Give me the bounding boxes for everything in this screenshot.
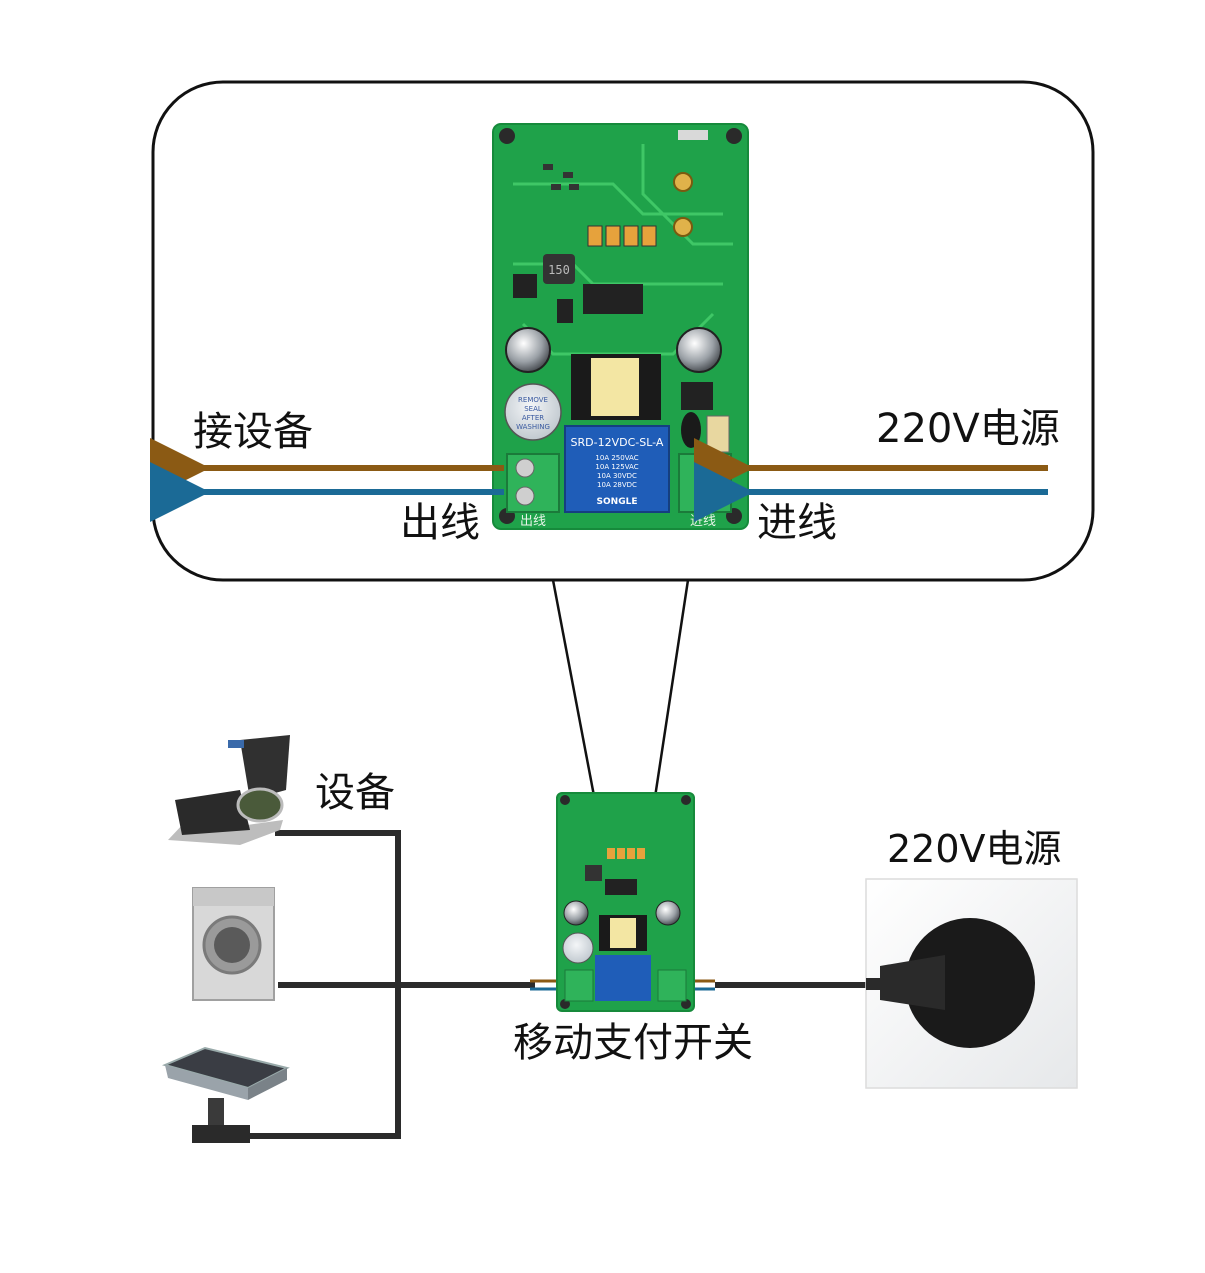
buzzer-line-1: REMOVE <box>518 396 548 404</box>
terminal-in <box>678 453 732 513</box>
label-in-line: 进线 <box>757 500 837 546</box>
silk-in: 进线 <box>690 514 716 529</box>
label-power-bottom: 220V电源 <box>887 827 1062 871</box>
wall-outlet-icon <box>865 878 1078 1089</box>
buzzer-line-4: WASHING <box>516 423 550 431</box>
wire-arrows <box>150 438 1048 522</box>
relay-rating-2: 10A 125VAC <box>595 463 638 471</box>
relay-rating-3: 10A 30VDC <box>597 472 637 480</box>
relay-rating-1: 10A 250VAC <box>595 454 638 462</box>
label-device: 设备 <box>315 770 395 816</box>
buzzer-line-3: AFTER <box>522 414 544 422</box>
pcb-large: 150 REMOVE SEAL AFTER WASHING SRD-12VDC-… <box>492 123 749 530</box>
label-power-top: 220V电源 <box>876 406 1060 452</box>
terminal-out <box>506 453 560 513</box>
label-to-device: 接设备 <box>193 409 313 455</box>
silk-out: 出线 <box>520 514 546 529</box>
relay-model: SRD-12VDC-SL-A <box>571 436 664 449</box>
massage-chair-icon <box>168 735 290 845</box>
buzzer-line-2: SEAL <box>524 405 542 413</box>
washing-machine-icon <box>192 887 275 1001</box>
label-payment-switch: 移动支付开关 <box>513 1020 753 1066</box>
pcb-small <box>556 792 695 1012</box>
label-out-line: 出线 <box>400 500 480 546</box>
relay-rating-4: 10A 28VDC <box>597 481 637 489</box>
relay-brand: SONGLE <box>597 497 638 507</box>
inductor-text: 150 <box>548 263 570 277</box>
payment-terminal-icon <box>161 1046 290 1143</box>
